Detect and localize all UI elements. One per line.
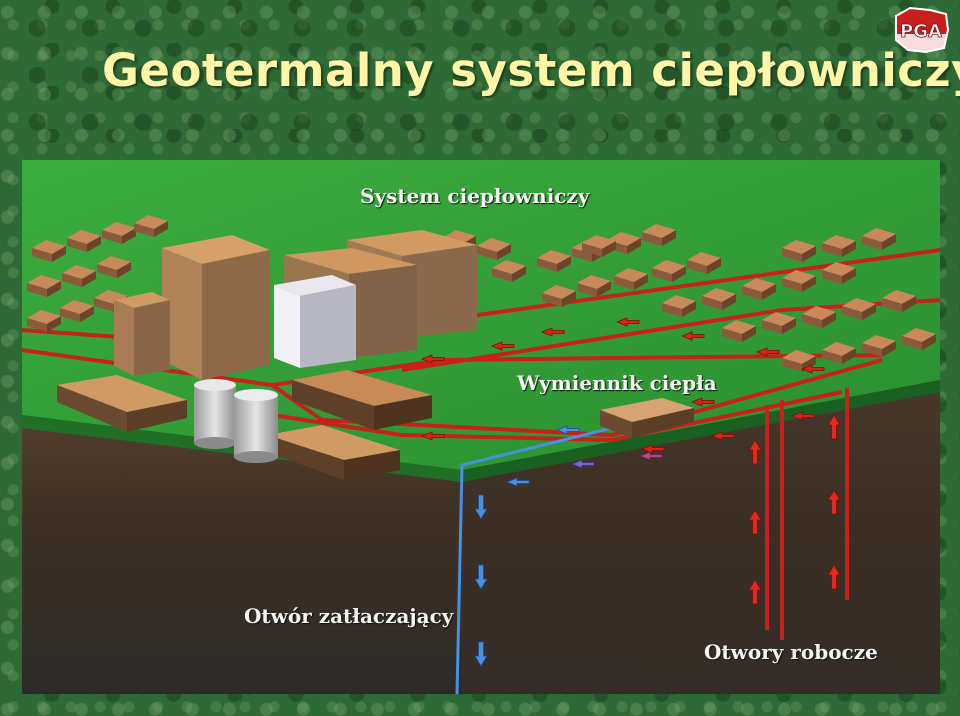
cold-pipe bbox=[455, 426, 613, 695]
label-production-wells: Otwory robocze bbox=[704, 640, 878, 664]
page-title: Geotermalny system ciepłowniczy bbox=[102, 44, 960, 97]
diagram-illustration bbox=[21, 160, 941, 695]
storage-tanks bbox=[194, 379, 278, 463]
logo-text: PGA bbox=[900, 21, 942, 42]
label-heating-system: System ciepłowniczy bbox=[360, 184, 590, 208]
blue-arrow-icon bbox=[474, 425, 663, 667]
poland-map-icon: PGA bbox=[895, 6, 950, 54]
label-injection-well: Otwór zatłaczający bbox=[244, 604, 454, 628]
geothermal-diagram: System ciepłowniczy Wymiennik ciepła Otw… bbox=[21, 160, 941, 695]
label-heat-exchanger: Wymiennik ciepła bbox=[517, 371, 717, 395]
apartment-blocks bbox=[114, 230, 477, 380]
industrial-buildings bbox=[57, 370, 694, 480]
